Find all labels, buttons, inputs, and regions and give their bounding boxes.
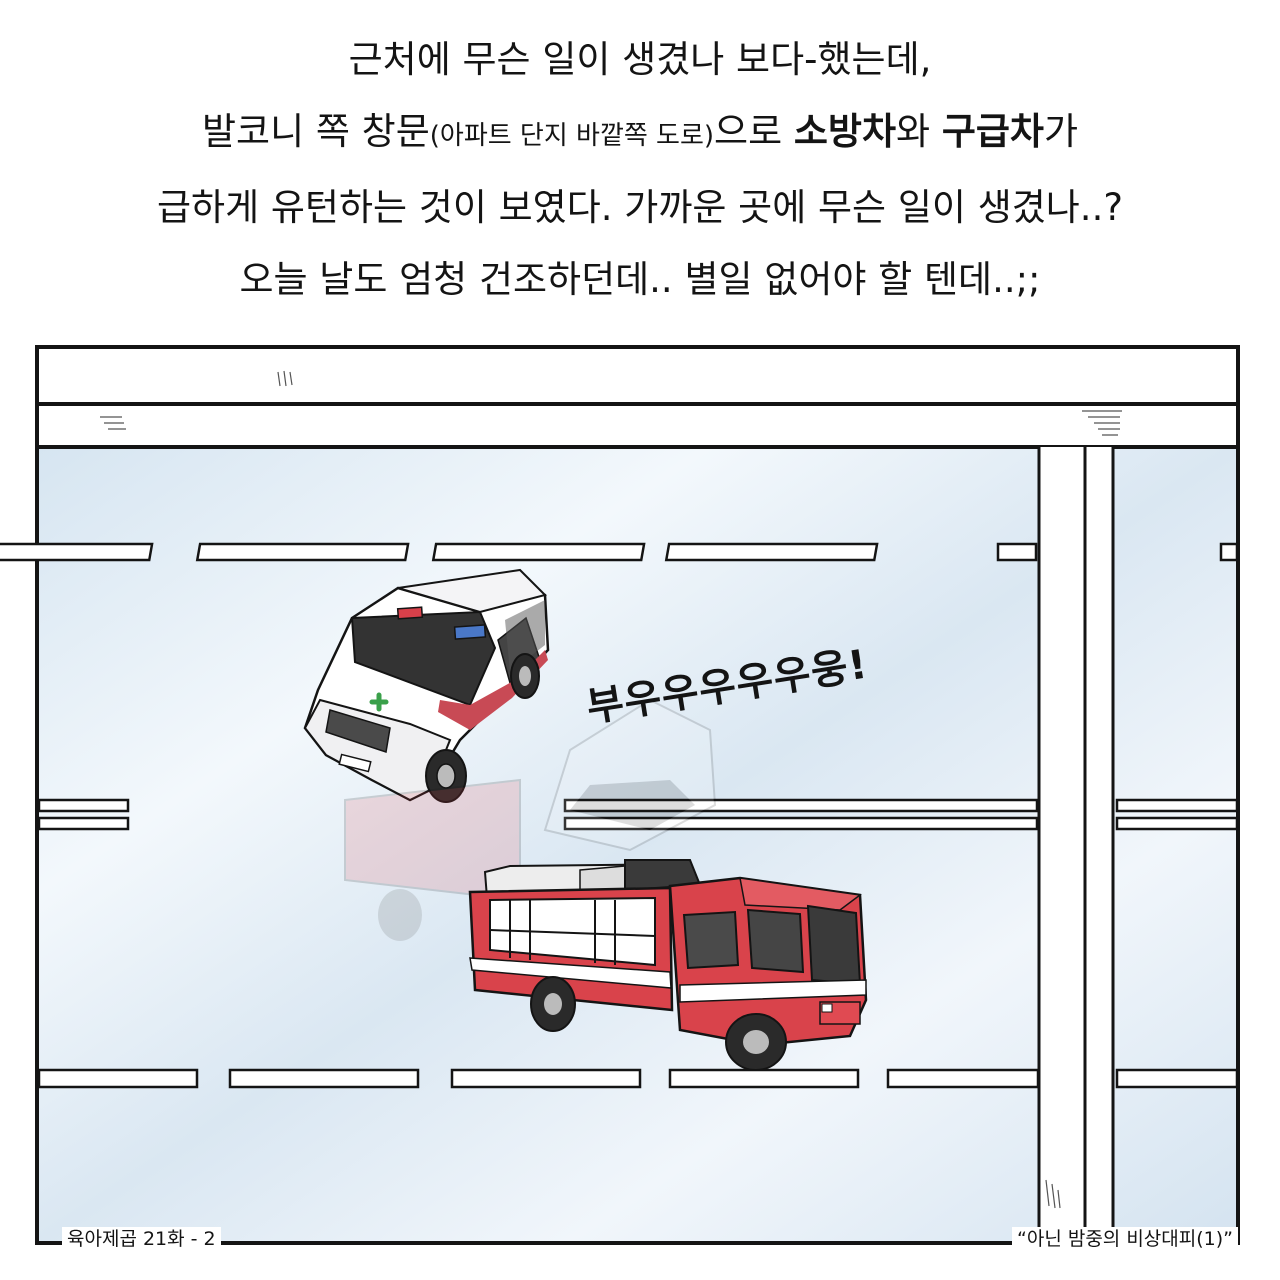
caption-line-2-part-a: 발코니 쪽 창문 <box>201 110 430 153</box>
caption-line-2-part-d: 가 <box>1043 110 1078 153</box>
fire-truck-reflection <box>344 778 521 941</box>
road-center-lines <box>37 798 1239 831</box>
caption-line-2: 발코니 쪽 창문(아파트 단지 바깥쪽 도로)으로 소방차와 구급차가 <box>0 96 1280 172</box>
fire-truck <box>468 859 868 1071</box>
caption-line-2-part-b: 으로 <box>714 110 794 153</box>
ambulance <box>303 568 550 803</box>
caption-line-2-part-c: 와 <box>896 110 942 153</box>
caption-aside: (아파트 단지 바깥쪽 도로) <box>429 121 715 151</box>
episode-subtitle: “아닌 밤중의 비상대피(1)” <box>1012 1227 1238 1251</box>
caption-line-3: 급하게 유턴하는 것이 보였다. 가까운 곳에 무슨 일이 생겼나..? <box>157 186 1123 229</box>
caption-line-4: 오늘 날도 엄청 건조하던데.. 별일 없어야 할 텐데..;; <box>239 258 1041 301</box>
ambulance-reflection <box>543 698 717 852</box>
window-header-band <box>35 345 1240 449</box>
caption-emphasis-fire-truck: 소방차 <box>793 110 897 153</box>
sketch-hatch-marks <box>100 370 1122 1209</box>
window-mullion <box>1037 447 1115 1243</box>
narration-caption: 근처에 무슨 일이 생겼나 보다-했는데, 발코니 쪽 창문(아파트 단지 바깥… <box>0 24 1280 316</box>
caption-emphasis-ambulance: 구급차 <box>941 110 1044 153</box>
road-lane-dashes-bottom <box>37 1068 1239 1089</box>
road-lane-dashes-top <box>0 542 1239 562</box>
episode-label: 육아제곱 21화 - 2 <box>62 1227 221 1251</box>
caption-line-1: 근처에 무슨 일이 생겼나 보다-했는데, <box>348 38 932 81</box>
